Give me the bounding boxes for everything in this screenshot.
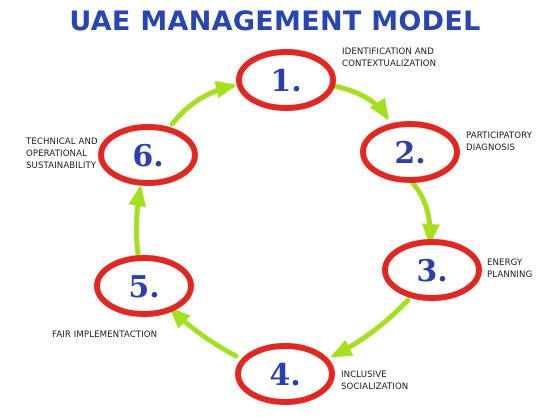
step-node-3: 3. [382, 239, 482, 301]
step-node-5: 5. [94, 255, 194, 317]
step-number: 4. [269, 358, 300, 393]
arrow-6-to-1 [169, 80, 237, 127]
step-number: 3. [416, 254, 447, 289]
arrow-1-to-2 [331, 83, 389, 121]
step-ring [360, 121, 460, 183]
arrow-5-to-6 [128, 185, 147, 257]
step-label-6: TECHNICAL AND OPERATIONAL SUSTAINABILITY [26, 137, 98, 171]
step-number: 6. [132, 139, 163, 174]
diagram-title: UAE MANAGEMENT MODEL [69, 6, 481, 37]
arrow-4-to-5 [169, 307, 239, 359]
step-label-4: INCLUSIVE SOCIALIZATION [341, 370, 409, 392]
step-label-5: FAIR IMPLEMENTACTION [52, 330, 158, 340]
arrow-3-to-4 [330, 297, 411, 358]
step-number: 5. [128, 270, 159, 305]
step-node-2: 2. [360, 121, 460, 183]
step-ring [235, 343, 335, 405]
step-ring [382, 239, 482, 301]
step-node-1: 1. [236, 49, 336, 111]
step-ring [98, 124, 198, 186]
arrow-2-to-3 [409, 179, 440, 245]
step-node-4: 4. [235, 343, 335, 405]
step-label-3: ENERGY PLANNING [487, 258, 533, 280]
cycle-arrows [128, 80, 440, 359]
step-number: 1. [270, 64, 301, 99]
step-ring [236, 49, 336, 111]
step-node-6: 6. [98, 124, 198, 186]
step-ring [94, 255, 194, 317]
step-number: 2. [394, 136, 425, 171]
step-label-1: IDENTIFICATION AND CONTEXTUALIZATION [342, 47, 437, 69]
step-label-2: PARTICIPATORY DIAGNOSIS [466, 131, 533, 153]
